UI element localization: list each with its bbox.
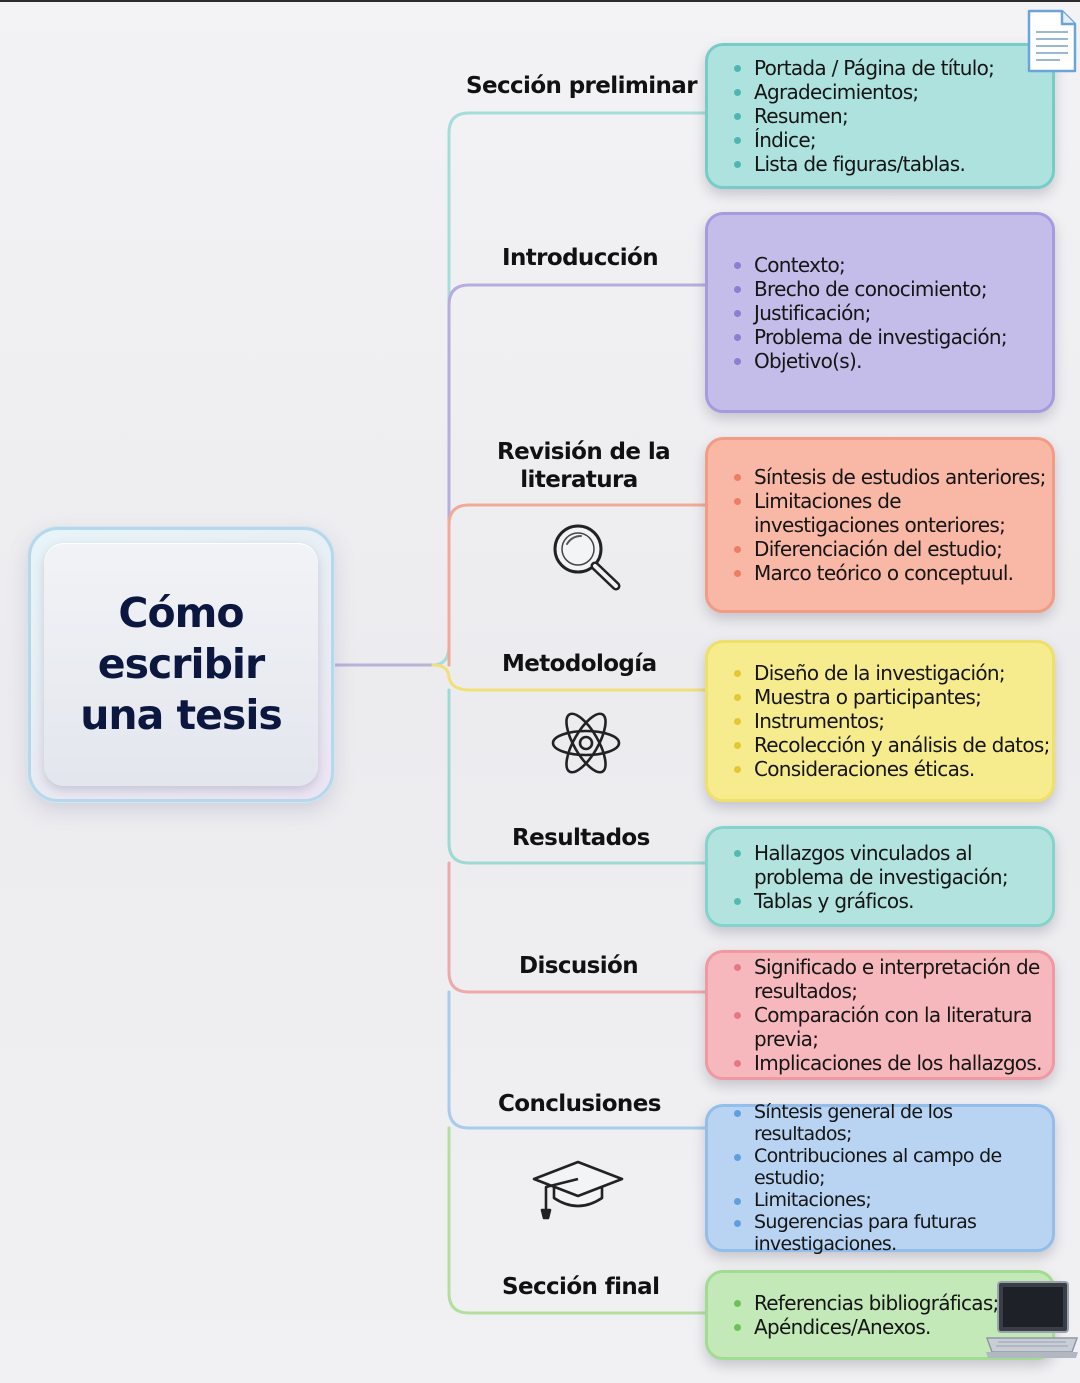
list-item: Síntesis general de los resultados; <box>734 1101 1046 1145</box>
list-item: Sugerencias para futuras investigaciones… <box>734 1211 1046 1255</box>
branch-preliminar <box>431 111 707 667</box>
label-seccion-preliminar: Sección preliminar <box>466 73 698 99</box>
branch-final <box>447 1126 707 1315</box>
list-item: Muestra o participantes; <box>734 685 1050 709</box>
list-item: Diferenciación del estudio; <box>734 537 1048 561</box>
magnifying-glass-icon <box>553 524 621 591</box>
label-introduccion: Introducción <box>502 245 659 271</box>
title-line-1: Cómo <box>118 589 244 637</box>
title-line-2: escribir <box>97 640 265 688</box>
list-item: Problema de investigación; <box>734 325 1046 349</box>
list-item: Índice; <box>734 128 1046 152</box>
label-metodologia: Metodología <box>502 651 657 677</box>
content-box-metodologia: Diseño de la investigación; Muestra o pa… <box>705 640 1055 802</box>
list-item: Marco teórico o conceptuul. <box>734 561 1048 585</box>
label-seccion-final: Sección final <box>502 1274 660 1300</box>
title-card: Cómo escribir una tesis <box>44 543 318 786</box>
branch-conclusiones <box>447 990 707 1130</box>
document-icon <box>1027 9 1077 73</box>
content-box-resultados: Hallazgos vinculados al problema de inve… <box>705 826 1055 927</box>
list-item: Lista de figuras/tablas. <box>734 152 1046 176</box>
list-item: Implicaciones de los hallazgos. <box>734 1051 1046 1075</box>
list-metodologia: Diseño de la investigación; Muestra o pa… <box>734 661 1050 781</box>
laptop-icon <box>985 1281 1079 1358</box>
list-item: Agradecimientos; <box>734 80 1046 104</box>
title-card-frame: Cómo escribir una tesis <box>28 527 334 802</box>
list-item: Síntesis de estudios anteriores; <box>734 465 1048 489</box>
list-item: Diseño de la investigación; <box>734 661 1050 685</box>
label-conclusiones: Conclusiones <box>498 1091 661 1117</box>
list-introduccion: Contexto; Brecho de conocimiento; Justif… <box>734 253 1046 373</box>
list-item: Justificación; <box>734 301 1046 325</box>
atom-icon <box>551 712 621 774</box>
list-revision-literatura: Síntesis de estudios anteriores; Limitac… <box>734 465 1048 585</box>
diagram-title: Cómo escribir una tesis <box>80 588 283 741</box>
content-box-conclusiones: Síntesis general de los resultados; Cont… <box>705 1101 1055 1255</box>
list-item: Brecho de conocimiento; <box>734 277 1046 301</box>
branch-discusion <box>447 861 707 994</box>
branch-metodologia <box>431 663 707 692</box>
branch-revision <box>447 503 707 667</box>
list-item: Significado e interpretación de resultad… <box>734 955 1046 1003</box>
list-item: Objetivo(s). <box>734 349 1046 373</box>
top-border <box>0 0 1080 2</box>
list-resultados: Hallazgos vinculados al problema de inve… <box>734 841 1046 913</box>
list-item: Consideraciones éticas. <box>734 757 1050 781</box>
label-resultados: Resultados <box>512 825 650 851</box>
label-revision-literatura: Revisión de la literatura <box>497 438 671 494</box>
branch-introduccion <box>447 283 707 667</box>
list-seccion-final: Referencias bibliográficas; Apéndices/An… <box>734 1291 1046 1339</box>
list-item: Hallazgos vinculados al problema de inve… <box>734 841 1046 889</box>
list-item: Comparación con la literatura previa; <box>734 1003 1046 1051</box>
graduation-cap-icon <box>532 1160 624 1220</box>
list-item: Limitaciones; <box>734 1189 1046 1211</box>
label-discusion: Discusión <box>519 953 639 979</box>
list-item: Recolección y análisis de datos; <box>734 733 1050 757</box>
list-item: Referencias bibliográficas; <box>734 1291 1046 1315</box>
label-revision-line-1: Revisión de la <box>497 439 671 465</box>
list-item: Contexto; <box>734 253 1046 277</box>
list-conclusiones: Síntesis general de los resultados; Cont… <box>734 1101 1046 1255</box>
content-box-revision-literatura: Síntesis de estudios anteriores; Limitac… <box>705 437 1055 613</box>
list-item: Instrumentos; <box>734 709 1050 733</box>
content-box-seccion-preliminar: Portada / Página de título; Agradecimien… <box>705 43 1055 189</box>
list-item: Contribuciones al campo de estudio; <box>734 1145 1046 1189</box>
list-item: Tablas y gráficos. <box>734 889 1046 913</box>
list-discusion: Significado e interpretación de resultad… <box>734 955 1046 1075</box>
list-item: Resumen; <box>734 104 1046 128</box>
list-seccion-preliminar: Portada / Página de título; Agradecimien… <box>734 56 1046 176</box>
content-box-introduccion: Contexto; Brecho de conocimiento; Justif… <box>705 212 1055 413</box>
list-item: Apéndices/Anexos. <box>734 1315 1046 1339</box>
label-revision-line-2: literatura <box>520 467 638 493</box>
list-item: Limitaciones de investigaciones onterior… <box>734 489 1048 537</box>
content-box-seccion-final: Referencias bibliográficas; Apéndices/An… <box>705 1270 1055 1360</box>
branch-resultados <box>447 688 707 865</box>
content-box-discusion: Significado e interpretación de resultad… <box>705 950 1055 1080</box>
list-item: Portada / Página de título; <box>734 56 1046 80</box>
title-line-3: una tesis <box>80 691 283 739</box>
